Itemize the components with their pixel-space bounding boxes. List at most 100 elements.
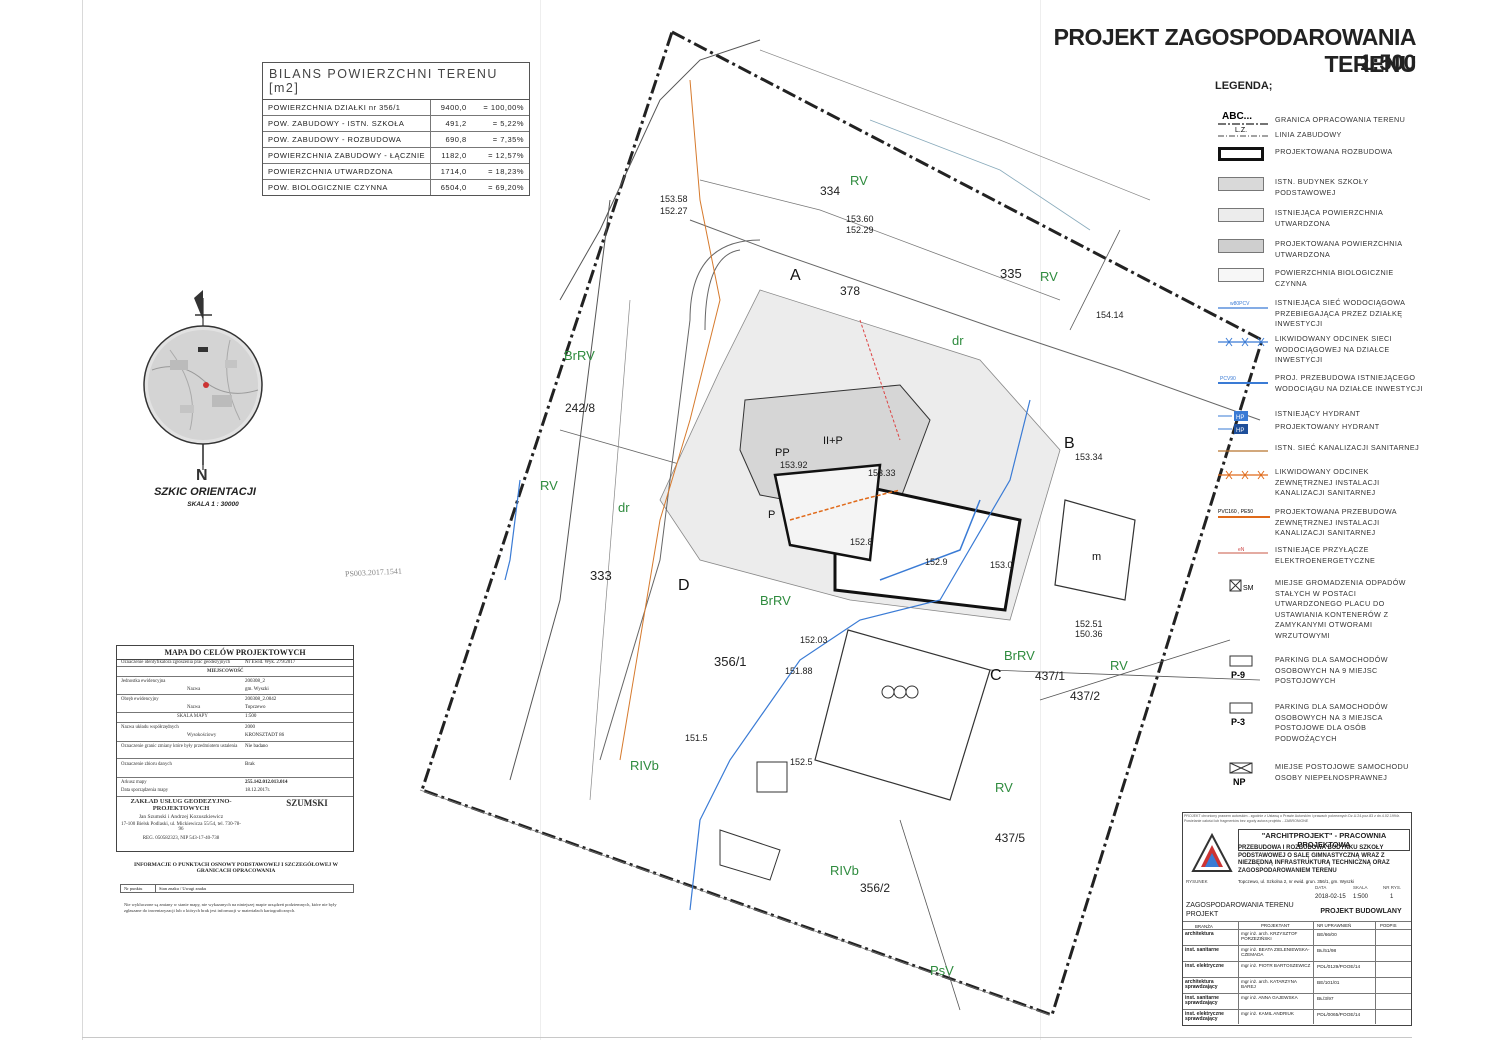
land-class-label: RV	[540, 478, 558, 493]
survey-row-label: Arkusz mapy	[121, 780, 147, 785]
legend-text: ISTNIEJĄCY HYDRANT	[1275, 409, 1361, 418]
elevation-label: 152.03	[800, 635, 828, 645]
legend-text: ISTN. SIEĆ KANALIZACJI SANITARNEJ	[1275, 443, 1420, 452]
parcel-label: 333	[590, 568, 612, 583]
svg-text:HP: HP	[1236, 415, 1244, 421]
school-building-icon	[1218, 177, 1264, 191]
extension-symbol-icon	[1218, 147, 1264, 161]
parcel-label: 242/8	[565, 401, 595, 415]
sewer-removed-icon	[1218, 467, 1268, 481]
hydrant-proposed-icon: HP	[1218, 422, 1262, 436]
legend-text: PARKING DLA SAMOCHODÓW OSOBOWYCH NA 3 MI…	[1275, 702, 1388, 743]
legend-text: PROJEKTOWANA POWIERZCHNIA UTWARDZONA	[1275, 239, 1403, 259]
signature-stamp: SZUMSKI	[286, 798, 328, 808]
elevation-label: 153.34	[1075, 452, 1103, 462]
survey-map-title: MAPA DO CELÓW PROJEKTOWYCH	[117, 646, 353, 660]
survey-row-value: Nr Ewid. Wyk. 279/2017	[245, 660, 296, 665]
svg-text:P-3: P-3	[1231, 717, 1245, 727]
land-class-label: BrRV	[760, 593, 791, 608]
building-line-icon: L.Z.	[1218, 126, 1268, 140]
parcel-label: 378	[840, 284, 860, 298]
orientation-map-icon: N	[143, 290, 263, 484]
svg-text:SM: SM	[1243, 585, 1254, 592]
survey-row-value: KRONSZTADT 86	[245, 733, 285, 738]
legend-text: PARKING DLA SAMOCHODÓW OSOBOWYCH NA 9 MI…	[1275, 655, 1388, 685]
table-row: inst. sanitarne mgr inż. BEATA ZIELENIEW…	[1183, 945, 1411, 959]
row-percent: = 5,22%	[471, 115, 529, 132]
land-class-label: RV	[1040, 269, 1058, 284]
row-label: POW. ZABUDOWY - ROZBUDOWA	[263, 131, 431, 148]
proposed-water-icon: PCV90	[1218, 373, 1268, 387]
land-class-label: RIVb	[830, 863, 859, 878]
land-class-label: dr	[618, 500, 630, 515]
row-license: PDL/0065/POOE/14	[1317, 1013, 1361, 1018]
hydrant-existing-icon: HP	[1218, 409, 1262, 423]
svg-text:eN: eN	[1238, 547, 1245, 553]
survey-row-value: 200308_2	[245, 679, 265, 684]
parcel-label: 437/2	[1070, 689, 1100, 703]
legend-text: MIEJSE POSTOJOWE SAMOCHODU OSOBY NIEPEŁN…	[1275, 762, 1409, 782]
land-class-label: RIVb	[630, 758, 659, 773]
legend-text: PROJEKTOWANA ROZBUDOWA	[1275, 147, 1393, 156]
legend-text: MIEJSE GROMADZENIA ODPADÓW STAŁYCH W POS…	[1275, 578, 1406, 640]
svg-text:P-9: P-9	[1231, 670, 1245, 680]
elevation-label: 151.88	[785, 666, 813, 676]
parcel-label: 334	[820, 184, 840, 198]
row-designer: mgr inż. PIOTR BARTOSZEWICZ	[1241, 963, 1311, 968]
orientation-scale: SKALA 1 : 30000	[187, 501, 239, 508]
land-class-label: RV	[1110, 658, 1128, 673]
area-balance-table: BILANS POWIERZCHNI TERENU [m2] POWIERZCH…	[262, 62, 530, 196]
sewer-existing-icon	[1218, 443, 1268, 457]
row-designer: mgr inż. arch. KATARZYNA BAREJ	[1241, 979, 1297, 990]
survey-row-value: Brak	[245, 762, 255, 767]
building-label: II+P	[823, 435, 843, 447]
parcel-label: 437/5	[995, 831, 1025, 845]
removed-water-icon	[1218, 334, 1268, 348]
survey-row-label: Oznaczenie zbioru danych	[121, 762, 172, 767]
hardened-surface-icon	[1218, 208, 1264, 222]
elevation-label: 153.33	[868, 468, 896, 478]
boundary-symbol-icon: ABC...	[1218, 110, 1268, 125]
copyright-note: PROJEKT chroniony prawem autorskim - zgo…	[1184, 814, 1400, 823]
survey-row-label: Obręb ewidencyjny	[121, 697, 159, 702]
sewer-proposed-icon: PVC160 , PE50	[1218, 507, 1270, 521]
row-branza: architektura sprawdzający	[1185, 979, 1218, 990]
project-description: PRZEBUDOWA I ROZBUDOWA BUDYNKU SZKOŁY PO…	[1238, 845, 1390, 874]
row-license: BE/66/00	[1317, 933, 1337, 938]
col-license: NR UPRAWNIEŃ	[1317, 923, 1352, 928]
survey-row-value: 2000	[245, 725, 255, 730]
survey-row-label: SKALA MAPY	[177, 714, 208, 719]
legend-text: ISTNIEJĄCA POWIERZCHNIA UTWARDZONA	[1275, 208, 1383, 228]
row-percent: = 69,20%	[488, 183, 524, 192]
surveyor-reg: REG. 050582323, NIP 543-17-40-738	[142, 836, 220, 841]
legend-text: POWIERZCHNIA BIOLOGICZNIE CZYNNA	[1275, 268, 1394, 288]
table-row: inst. elektryczne mgr inż. PIOTR BARTOSZ…	[1183, 961, 1411, 975]
col-branza: BRANŻA	[1195, 924, 1213, 929]
survey-row-value: 200308_2.0042	[245, 697, 277, 702]
row-percent: = 100,00%	[471, 100, 529, 116]
land-class-label: RV	[850, 173, 868, 188]
row-label: POWIERZCHNIA DZIAŁKI nr 356/1	[263, 100, 431, 116]
point-label: C	[990, 667, 1002, 684]
table-row: inst. elektryczne sprawdzający mgr inż. …	[1183, 1009, 1411, 1025]
row-percent: = 18,23%	[471, 163, 529, 180]
firm-name: "ARCHITPROJEKT" - PRACOWNIA PROJEKTOWA	[1238, 829, 1410, 851]
col-designer: PROJEKTANT	[1261, 923, 1290, 928]
land-class-label: RV	[995, 780, 1013, 795]
survey-row-label: Oznaczenie granic zmiany które były prze…	[121, 744, 238, 749]
row-designer: mgr inż. KAMIL ANDRIUK	[1241, 1011, 1294, 1016]
date-label: DATA	[1315, 885, 1327, 890]
legend-text: LINIA ZABUDOWY	[1275, 130, 1342, 139]
parking-9-icon: P-9	[1218, 655, 1262, 681]
svg-text:PVC160 , PE50: PVC160 , PE50	[1218, 509, 1253, 515]
sheet-edge-left	[82, 0, 83, 1040]
surveyor-address: 17-100 Bielsk Podlaski, ul. Mickiewicza …	[121, 822, 241, 832]
elevation-label: 153.60	[846, 214, 874, 224]
firm-logo-icon	[1191, 833, 1233, 872]
row-license: BE/101/01	[1317, 981, 1340, 986]
